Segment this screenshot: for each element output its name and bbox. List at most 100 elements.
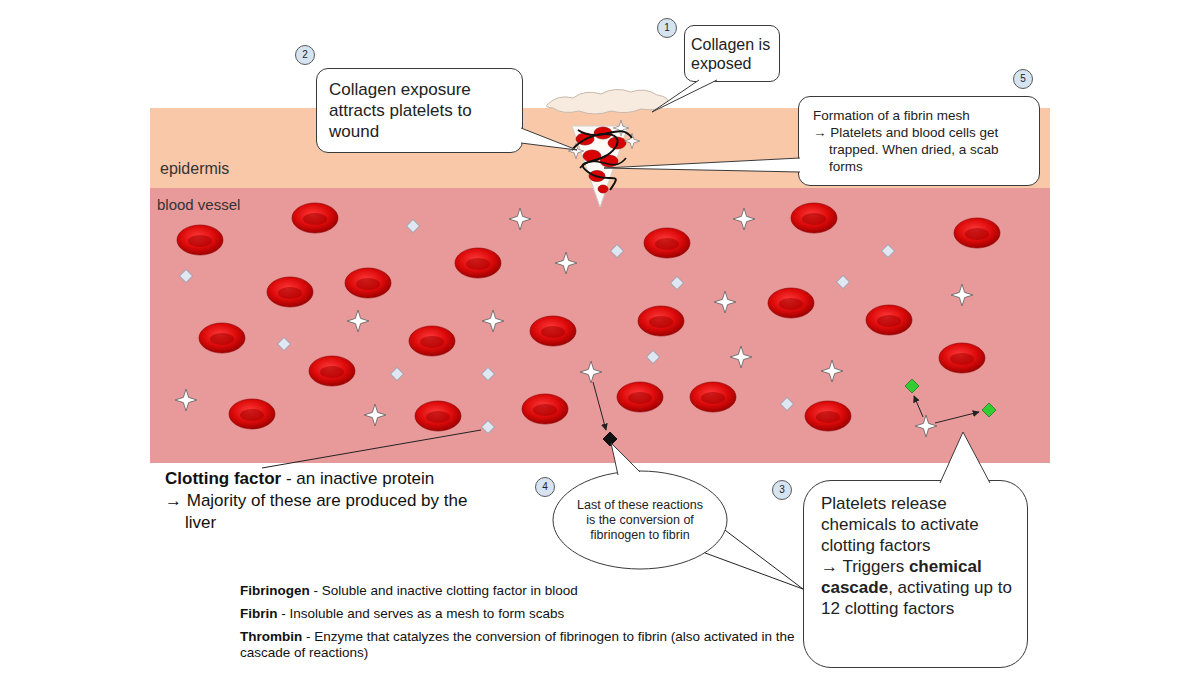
clotting-factor <box>278 338 291 351</box>
callout-number: 4 <box>542 481 548 492</box>
callout-circle: 2 <box>295 45 315 65</box>
node-body: Last of these reactions is the conversio… <box>574 498 706 543</box>
red-blood-cell <box>805 401 851 431</box>
layer-label: blood vessel <box>157 196 240 213</box>
node-body: Collagen is exposed <box>691 35 773 73</box>
platelet <box>364 404 386 426</box>
red-blood-cell <box>768 288 814 318</box>
platelet <box>580 361 602 383</box>
callout-tail <box>521 128 577 150</box>
clotting-factor <box>391 368 404 381</box>
text-line: Collagen exposure attracts platelets to … <box>329 79 514 142</box>
definition-text: - Insoluble and serves as a mesh to form… <box>281 606 564 621</box>
text-line: 3 <box>773 481 791 499</box>
text-group: Clotting factor - an inactive protein → Ma… <box>165 468 485 534</box>
clotting-factor <box>407 220 420 233</box>
red-blood-cell <box>309 356 355 386</box>
callout-number: 1 <box>664 22 670 33</box>
node-text: Platelets release chemicals to activate … <box>821 494 979 555</box>
node-body: Formation of a fibrin mesh→ Platelets an… <box>813 107 1027 175</box>
connector-line <box>705 553 803 589</box>
note-text: → Majority of these are produced by the … <box>165 491 467 532</box>
platelet <box>951 284 973 306</box>
red-blood-cell <box>638 306 684 336</box>
active-clotting-factor <box>982 403 996 417</box>
red-blood-cell <box>791 203 837 233</box>
red-blood-cell <box>617 382 663 412</box>
red-blood-cell <box>409 326 455 356</box>
node-body: Platelets release chemicals to activate … <box>821 493 1015 619</box>
platelet <box>509 208 531 230</box>
definition-text: - Enzyme that catalyzes the conversion o… <box>240 629 795 660</box>
node-text: Last of these reactions is the conversio… <box>577 498 703 542</box>
red-blood-cell <box>199 323 245 353</box>
text-line: 5 <box>1014 70 1032 88</box>
activation-arrow <box>935 412 979 423</box>
text-line: → Platelets and blood cells get trapped.… <box>813 124 1027 175</box>
text-group: Fibrinogen- Soluble and inactive clottin… <box>240 583 800 661</box>
red-blood-cell <box>229 399 275 429</box>
platelet <box>175 389 197 411</box>
text-line: Fibrinogen- Soluble and inactive clottin… <box>240 583 800 599</box>
red-blood-cell <box>866 305 912 335</box>
layer-label: epidermis <box>160 160 229 177</box>
text-group: epidermis <box>160 159 300 179</box>
platelet <box>482 310 504 332</box>
red-blood-cell <box>415 401 461 431</box>
red-blood-cell <box>455 248 501 278</box>
text-group: blood vessel <box>157 195 317 214</box>
callout-number: 3 <box>779 484 785 495</box>
clotting-factor <box>647 351 660 364</box>
text-line: Clotting factor - an inactive protein <box>165 468 485 490</box>
text-line: Last of these reactions is the conversio… <box>574 498 706 543</box>
clotting-factor <box>837 276 850 289</box>
platelet <box>555 252 577 274</box>
callout-box: Formation of a fibrin mesh→ Platelets an… <box>798 96 1040 186</box>
red-blood-cell <box>939 343 985 373</box>
red-blood-cell <box>345 268 391 298</box>
text-line: epidermis <box>160 159 300 179</box>
clotting-factor <box>482 368 495 381</box>
node-text: → Triggers <box>821 557 904 576</box>
text-line: → Triggerschemical cascade, activating u… <box>821 556 1015 619</box>
platelet <box>733 208 755 230</box>
text-line: blood vessel <box>157 195 317 214</box>
text-line: 4 <box>536 478 554 496</box>
callout-circle: 3 <box>772 480 792 500</box>
blood-vessel-band <box>150 188 1050 463</box>
clotting-factor <box>671 277 684 290</box>
red-blood-cell <box>522 394 568 424</box>
red-blood-cell <box>954 218 1000 248</box>
callout-circle: 4 <box>535 477 555 497</box>
text-line: 1 <box>658 19 676 37</box>
ellipse-outline <box>553 471 727 569</box>
text-line: Thrombin- Enzyme that catalyzes the conv… <box>240 629 800 661</box>
clotting-factor <box>482 421 495 434</box>
definition-text: - Soluble and inactive clotting factor i… <box>314 583 578 598</box>
node-body: Collagen exposure attracts platelets to … <box>329 79 514 142</box>
fibrin-mesh <box>578 130 632 138</box>
fibrin-diamond <box>603 432 617 446</box>
note-text: Clotting factor <box>165 469 281 488</box>
red-blood-cell <box>690 382 736 412</box>
callout-box: Platelets release chemicals to activate … <box>803 480 1028 668</box>
callout-tail <box>604 158 800 172</box>
clotting-factor <box>781 398 794 411</box>
clotting-factor <box>611 245 624 258</box>
ellipse-node: Last of these reactions is the conversio… <box>552 470 728 570</box>
note-text: - an inactive protein <box>286 469 434 488</box>
leader-line <box>262 430 481 468</box>
active-clotting-factor <box>905 379 919 393</box>
text-line: Platelets release chemicals to activate … <box>821 493 1015 556</box>
red-blood-cell <box>177 225 223 255</box>
collagen-cloud <box>546 89 668 114</box>
platelet <box>714 291 736 313</box>
wound-blood-cell <box>598 185 608 193</box>
callout-box: Collagen exposure attracts platelets to … <box>316 68 523 153</box>
text-line: Formation of a fibrin mesh <box>813 107 1027 124</box>
text-line: Fibrin- Insoluble and serves as a mesh t… <box>240 606 800 622</box>
node-text: Formation of a fibrin mesh <box>813 108 970 123</box>
red-blood-cell <box>267 277 313 307</box>
